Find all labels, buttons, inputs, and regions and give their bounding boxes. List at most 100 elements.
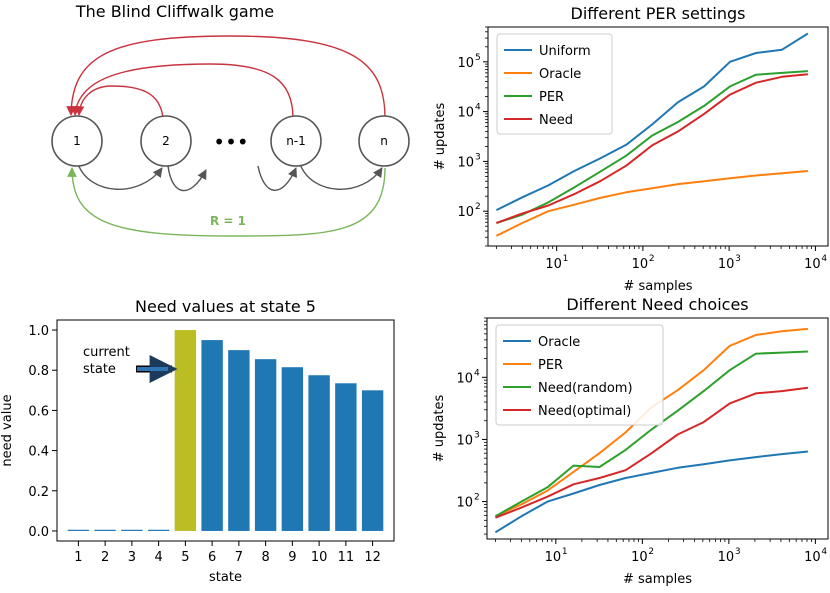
need-xtick-label: 10 <box>718 550 735 565</box>
step-arrow-1-2 <box>77 163 163 190</box>
need_values-xtick-label: 4 <box>154 550 162 565</box>
legend-label: Oracle <box>538 335 580 350</box>
step-arrow-2-dots <box>167 165 207 192</box>
need_values-xtick-label: 9 <box>288 550 296 565</box>
per-ytick-label: 10 <box>457 56 474 71</box>
per-xtick-exponent: 3 <box>735 254 741 264</box>
node-n-1-label: n-1 <box>286 134 306 148</box>
bar-state-10 <box>308 375 330 531</box>
need-ytick-exponent: 3 <box>474 430 480 440</box>
need_values-xtick-label: 11 <box>338 550 355 565</box>
step-arrow-n-1-n <box>299 163 383 190</box>
series-line-need-optimal- <box>495 386 809 519</box>
legend-label: Uniform <box>539 44 591 59</box>
bar-state-11 <box>335 383 357 531</box>
legend-label: Need(random) <box>538 381 633 396</box>
cliffwalk-diagram: The Blind Cliffwalk game R = 1 1 2 ••• n… <box>51 2 410 237</box>
legend-label: PER <box>539 90 564 105</box>
legend-label: Need <box>539 113 573 128</box>
per-xlabel: # samples <box>623 279 692 294</box>
per-ytick-label: 10 <box>457 106 474 121</box>
annotation-line1: current <box>83 345 130 360</box>
per-xtick-label: 10 <box>632 257 649 272</box>
legend-label: Need(optimal) <box>538 404 631 419</box>
need_values-xlabel: state <box>209 570 242 585</box>
series-line-oracle <box>494 450 808 534</box>
need-ytick-exponent: 2 <box>474 493 480 503</box>
bar-state-1 <box>67 529 90 531</box>
need-xlabel: # samples <box>623 572 692 587</box>
per-ytick-exponent: 3 <box>475 152 481 162</box>
series-line-oracle <box>495 170 808 237</box>
per-ylabel: # updates <box>433 102 448 170</box>
bar-state-6 <box>201 340 223 531</box>
reward-arrow <box>67 167 386 237</box>
need-xtick-label: 10 <box>631 550 648 565</box>
per-xtick-label: 10 <box>804 257 821 272</box>
reward-label: R = 1 <box>210 214 246 228</box>
per-xtick-exponent: 1 <box>563 254 569 264</box>
node-2: 2 <box>140 115 192 167</box>
bar-state-7 <box>228 350 250 531</box>
current-state-annotation: current state <box>83 345 178 383</box>
node-n-label: n <box>380 134 388 148</box>
per-xtick-label: 10 <box>545 257 562 272</box>
need_values-xtick-label: 12 <box>364 550 381 565</box>
need-ylabel: # updates <box>432 394 447 462</box>
need_values-title: Need values at state 5 <box>135 297 316 316</box>
node-1-label: 1 <box>73 134 81 148</box>
need_values-axes-frame <box>56 319 395 542</box>
per-xtick-exponent: 4 <box>821 254 827 264</box>
need_values-xtick-label: 2 <box>101 550 109 565</box>
series-line-per <box>496 70 808 224</box>
series-line-need <box>496 73 808 224</box>
per-ytick-exponent: 2 <box>475 202 481 212</box>
per-ytick-exponent: 5 <box>475 53 481 63</box>
need_values-ytick-label: 0.4 <box>28 445 49 460</box>
need_values-xtick-label: 3 <box>128 550 136 565</box>
need_values-ylabel: need value <box>0 394 15 466</box>
need_values-ytick-label: 0.8 <box>28 364 49 379</box>
need-xtick-exponent: 2 <box>648 547 654 557</box>
need-xtick-label: 10 <box>545 550 562 565</box>
need-title: Different Need choices <box>566 295 748 314</box>
need-ytick-label: 10 <box>456 371 473 386</box>
fail-arrow-n <box>66 35 386 119</box>
need_values-ytick-label: 1.0 <box>28 324 49 339</box>
fail-arrow-2 <box>74 85 164 119</box>
per-ytick-label: 10 <box>457 155 474 170</box>
per-xtick-exponent: 2 <box>649 254 655 264</box>
need_values-ytick-label: 0.0 <box>28 525 49 540</box>
per-ytick-exponent: 4 <box>475 103 481 113</box>
step-arrow-dots-n-1 <box>257 165 297 191</box>
series-line-need-random- <box>494 350 808 518</box>
chart-per-settings: Different PER settings# samples# updates… <box>433 4 829 294</box>
need_values-xtick-label: 6 <box>208 550 216 565</box>
node-ellipsis: ••• <box>213 130 248 154</box>
need-ytick-exponent: 4 <box>474 368 480 378</box>
bar-state-5 <box>174 330 197 531</box>
need-axes-frame <box>486 317 829 540</box>
cliffwalk-title: The Blind Cliffwalk game <box>75 2 274 21</box>
need_values-xtick-label: 1 <box>74 550 82 565</box>
need_values-xtick-label: 7 <box>235 550 243 565</box>
need-legend-box <box>495 324 664 426</box>
bar-state-9 <box>281 367 304 531</box>
node-1: 1 <box>51 115 103 167</box>
legend-label: Oracle <box>539 67 581 82</box>
need_values-xtick-label: 8 <box>261 550 269 565</box>
need_values-ytick-label: 0.6 <box>28 404 49 419</box>
node-2-label: 2 <box>162 134 170 148</box>
need_values-xtick-label: 5 <box>181 550 189 565</box>
legend-label: PER <box>538 358 563 373</box>
chart-need-choices: Different Need choices # samples # updates… <box>432 295 829 587</box>
per-legend-box <box>496 33 613 135</box>
need_values-ytick-label: 0.2 <box>28 485 49 500</box>
bar-state-3 <box>121 529 143 531</box>
per-xtick-label: 10 <box>718 257 735 272</box>
bar-state-4 <box>147 529 170 531</box>
need-xtick-exponent: 4 <box>821 547 827 557</box>
bar-state-2 <box>94 529 116 531</box>
fail-arrow-n-1 <box>70 63 294 119</box>
